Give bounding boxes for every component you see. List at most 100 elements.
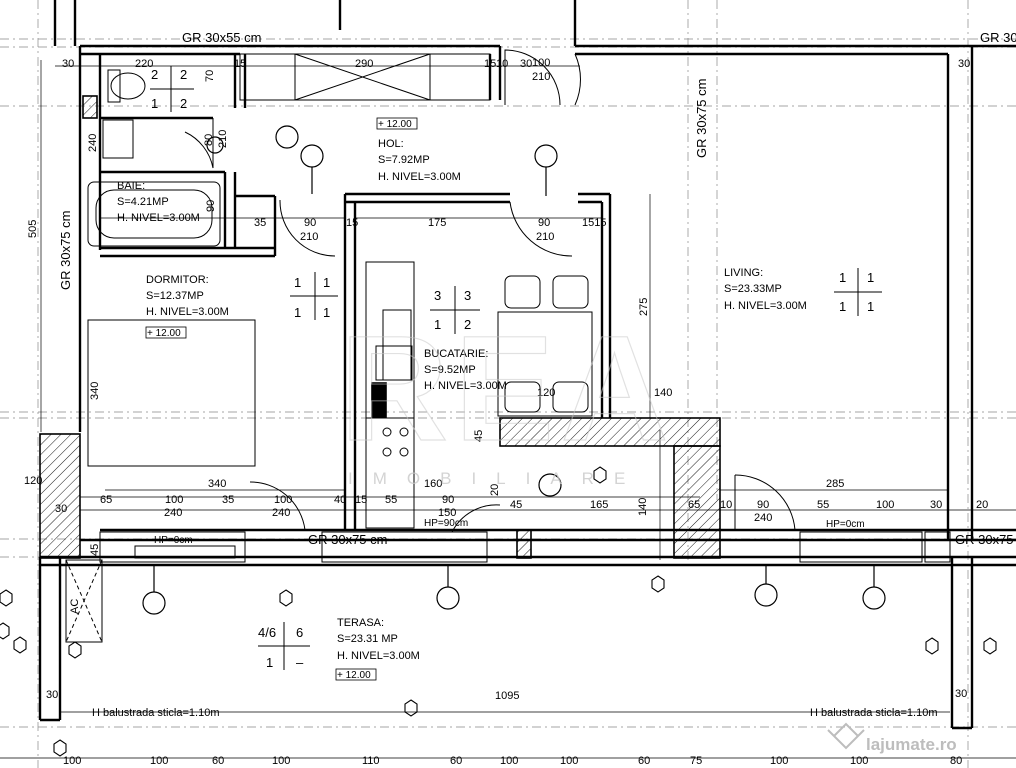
room-area-living: S=23.33MP xyxy=(724,283,782,295)
room-height-bucatarie: H. NIVEL=3.00M xyxy=(424,380,507,392)
dim-text: 15 xyxy=(346,217,358,229)
dim-text: 45 xyxy=(89,544,101,556)
dim-text: 290 xyxy=(355,58,373,70)
dim-text: 100 xyxy=(165,494,183,506)
dim-text: 210 xyxy=(536,231,554,243)
circuit-living-c: 1 xyxy=(839,299,846,314)
site-watermark: lajumate.ro xyxy=(866,735,957,754)
room-bucatarie: BUCATARIE: S=9.52MP H. NIVEL=3.00M xyxy=(424,348,507,392)
dim-text: 30 xyxy=(46,689,58,701)
beam-label-bottom-right: GR 30x75 xyxy=(955,532,1014,547)
beam-label-top-left: GR 30x55 cm xyxy=(182,30,261,45)
dim-text: 110 xyxy=(362,755,380,767)
site-logo-icon xyxy=(827,722,865,750)
circuit-bucatarie-b: 3 xyxy=(464,288,471,303)
circuit-baie-c: 1 xyxy=(151,96,158,111)
dim-text: 100 xyxy=(850,755,868,767)
room-terasa: TERASA: S=23.31 MP H. NIVEL=3.00M + 12.0… xyxy=(335,617,420,681)
beam-label-bottom-mid: GR 30x75 cm xyxy=(308,532,387,547)
room-name-hol: HOL: xyxy=(378,138,404,150)
room-height-living: H. NIVEL=3.00M xyxy=(724,300,807,312)
room-name-bucatarie: BUCATARIE: xyxy=(424,348,488,360)
dim-text: 285 xyxy=(826,478,844,490)
beam-label-mid-column: GR 30x75 cm xyxy=(694,79,709,158)
dim-text: 120 xyxy=(537,387,555,399)
dim-text: 90 xyxy=(442,494,454,506)
dim-text: 65 xyxy=(688,499,700,511)
walls xyxy=(38,0,1016,730)
dim-text: 140 xyxy=(654,387,672,399)
circuit-dormitor-a: 1 xyxy=(294,275,301,290)
circuit-baie-d: 2 xyxy=(180,96,187,111)
dim-text: 90 xyxy=(304,217,316,229)
sockets xyxy=(0,466,997,757)
level-dormitor: + 12.00 xyxy=(147,328,181,339)
circuit-bucatarie-c: 1 xyxy=(434,317,441,332)
dim-text: 15 xyxy=(234,58,246,70)
room-name-baie: BAIE: xyxy=(117,180,145,192)
dim-text: 30 xyxy=(955,688,967,700)
dim-text: 100 xyxy=(150,755,168,767)
dim-text: 75 xyxy=(690,755,702,767)
circuit-markers xyxy=(150,66,882,670)
parapet-hp90: HP=90cm xyxy=(424,518,468,529)
dim-text: 90 xyxy=(757,499,769,511)
hatched-elements xyxy=(39,95,721,559)
dim-text: 65 xyxy=(100,494,112,506)
level-marker-dormitor xyxy=(145,326,187,339)
dim-text: 210 xyxy=(217,130,229,148)
dim-text: 150 xyxy=(438,507,456,519)
circuit-bucatarie-a: 3 xyxy=(434,288,441,303)
dim-text: 20 xyxy=(489,484,501,496)
dim-text: 100 xyxy=(63,755,81,767)
circuit-dormitor-d: 1 xyxy=(323,305,330,320)
dim-text: 175 xyxy=(428,217,446,229)
dim-text: 35 xyxy=(222,494,234,506)
circuit-terasa-a: 4/6 xyxy=(258,625,276,640)
dim-text: 100 xyxy=(272,755,290,767)
dim-text: 30 xyxy=(520,58,532,70)
circuit-terasa-c: 1 xyxy=(266,655,273,670)
dim-text: 10 xyxy=(720,499,732,511)
room-height-dormitor: H. NIVEL=3.00M xyxy=(146,306,229,318)
dim-text: 100 xyxy=(876,499,894,511)
dim-text: 165 xyxy=(590,499,608,511)
dim-text: 60 xyxy=(212,755,224,767)
circuit-dormitor-b: 1 xyxy=(323,275,330,290)
windows xyxy=(65,53,951,643)
dim-text: 240 xyxy=(164,507,182,519)
dimension-lines xyxy=(0,60,1016,759)
level-terasa: + 12.00 xyxy=(337,670,371,681)
dim-text: 30 xyxy=(958,58,970,70)
dim-text: 40 xyxy=(334,494,346,506)
room-area-bucatarie: S=9.52MP xyxy=(424,364,476,376)
dim-text: 340 xyxy=(208,478,226,490)
dim-text: 160 xyxy=(424,478,442,490)
room-dormitor: DORMITOR: S=12.37MP H. NIVEL=3.00M + 12.… xyxy=(145,274,229,339)
dim-text: 90 xyxy=(205,200,217,212)
watermark-subtitle: IMOBILIARE xyxy=(348,469,645,488)
room-area-dormitor: S=12.37MP xyxy=(146,290,204,302)
circuit-living-d: 1 xyxy=(867,299,874,314)
circuit-living-a: 1 xyxy=(839,270,846,285)
dim-text: 240 xyxy=(87,134,99,152)
circuit-baie-a: 2 xyxy=(151,67,158,82)
watermark-logo: REA xyxy=(340,304,675,472)
circuit-baie-b: 2 xyxy=(180,67,187,82)
light-fixtures xyxy=(142,125,886,615)
room-hol: + 12.00 HOL: S=7.92MP H. NIVEL=3.00M xyxy=(376,117,461,183)
dim-text: 340 xyxy=(89,382,101,400)
doors xyxy=(184,49,796,533)
dim-text: 60 xyxy=(638,755,650,767)
dim-text: 505 xyxy=(27,220,39,238)
dim-text: 90 xyxy=(538,217,550,229)
dim-text: 240 xyxy=(754,512,772,524)
beam-label-top-right: GR 30 xyxy=(980,30,1016,45)
circuit-living-b: 1 xyxy=(867,270,874,285)
dim-text: 30 xyxy=(62,58,74,70)
dim-text: 55 xyxy=(817,499,829,511)
dim-text: 120 xyxy=(24,475,42,487)
level-marker-terasa xyxy=(335,668,377,681)
level-marker-hol xyxy=(376,117,418,130)
